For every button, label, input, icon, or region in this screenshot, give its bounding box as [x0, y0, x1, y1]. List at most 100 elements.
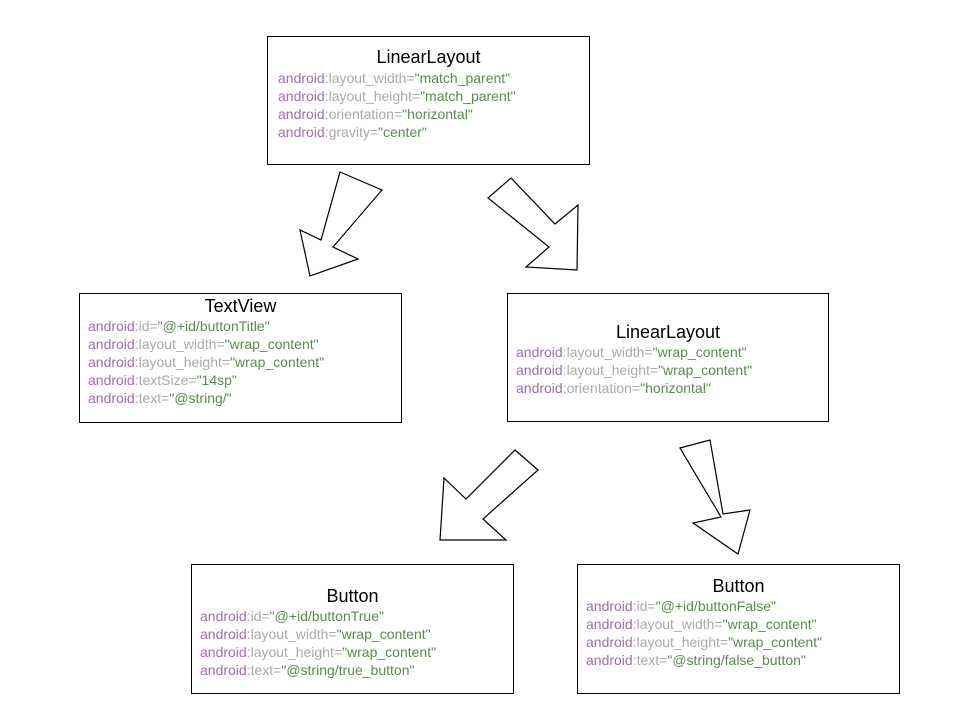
attribute-row: android:orientation="horizontal": [278, 105, 589, 123]
node-button-true: Button android:id="@+id/buttonTrue" andr…: [191, 564, 514, 694]
attr-key: :id=: [134, 318, 158, 334]
attr-namespace: android: [516, 344, 563, 360]
node-textview: TextView android:id="@+id/buttonTitle" a…: [79, 293, 402, 423]
attr-value: "wrap_content": [230, 354, 325, 370]
attr-namespace: android: [278, 70, 325, 86]
attr-value: "@string/false_button": [667, 652, 806, 668]
attribute-row: android:layout_height="match_parent": [278, 87, 589, 105]
attr-value: "horizontal": [640, 380, 711, 396]
attr-key: :layout_width=: [562, 344, 653, 360]
attr-key: :layout_height=: [562, 362, 659, 378]
attr-value: "wrap_content": [722, 616, 817, 632]
attr-value: "match_parent": [420, 88, 516, 104]
attr-value: "match_parent": [414, 70, 511, 86]
attr-key: :layout_height=: [324, 88, 421, 104]
attr-key: :text=: [246, 662, 282, 678]
attr-namespace: android: [516, 380, 563, 396]
attribute-row: android:layout_height="wrap_content": [516, 361, 828, 379]
attr-value: "@+id/buttonTitle": [157, 318, 270, 334]
attr-value: "wrap_content": [336, 626, 431, 642]
attribute-row: android:layout_width="wrap_content": [586, 615, 899, 633]
attr-value: "@+id/buttonTrue": [269, 608, 384, 624]
attr-namespace: android: [586, 634, 633, 650]
attr-value: "@string/": [169, 390, 232, 406]
attr-namespace: android: [586, 616, 633, 632]
attr-key: :gravity=: [324, 124, 379, 140]
node-title: Button: [326, 586, 379, 606]
attr-namespace: android: [88, 354, 135, 370]
attribute-row: android:layout_height="wrap_content": [88, 353, 401, 371]
attribute-list: android:id="@+id/buttonTitle" android:la…: [88, 317, 401, 407]
attr-namespace: android: [88, 336, 135, 352]
attr-value: "wrap_content": [342, 644, 437, 660]
node-title: TextView: [204, 296, 277, 316]
arrow-inner-to-button-true: [439, 449, 539, 541]
attribute-row: android:gravity="center": [278, 123, 589, 141]
attribute-row: android:id="@+id/buttonTrue": [200, 607, 513, 625]
attr-value: "horizontal": [402, 106, 473, 122]
attr-key: :layout_width=: [134, 336, 225, 352]
attr-key: :orientation=: [562, 380, 641, 396]
attr-namespace: android: [516, 362, 563, 378]
attr-value: "wrap_content": [728, 634, 823, 650]
attr-key: :layout_height=: [246, 644, 343, 660]
attribute-row: android:layout_width="wrap_content": [88, 335, 401, 353]
attr-key: :layout_height=: [134, 354, 231, 370]
node-button-false: Button android:id="@+id/buttonFalse" and…: [577, 564, 900, 694]
attribute-row: android:text="@string/false_button": [586, 651, 899, 669]
arrow-inner-to-button-false: [679, 439, 751, 555]
attribute-row: android:orientation="horizontal": [516, 379, 828, 397]
node-title: Button: [712, 576, 765, 596]
attribute-row: android:text="@string/": [88, 389, 401, 407]
attr-key: :orientation=: [324, 106, 403, 122]
attr-key: :id=: [632, 598, 656, 614]
attr-namespace: android: [88, 318, 135, 334]
attr-value: "@string/true_button": [281, 662, 415, 678]
attribute-row: android:layout_height="wrap_content": [200, 643, 513, 661]
node-title: LinearLayout: [376, 47, 481, 67]
attribute-row: android:text="@string/true_button": [200, 661, 513, 679]
attribute-list: android:id="@+id/buttonTrue" android:lay…: [200, 607, 513, 679]
attr-value: "14sp": [196, 372, 237, 388]
attr-key: :textSize=: [134, 372, 197, 388]
attribute-row: android:layout_height="wrap_content": [586, 633, 899, 651]
attr-key: :layout_height=: [632, 634, 729, 650]
attribute-list: android:layout_width="wrap_content" andr…: [516, 343, 828, 397]
attr-key: :text=: [134, 390, 170, 406]
attribute-row: android:layout_width="match_parent": [278, 69, 589, 87]
attribute-list: android:id="@+id/buttonFalse" android:la…: [586, 597, 899, 669]
arrow-root-to-textview: [299, 171, 383, 277]
attribute-row: android:id="@+id/buttonTitle": [88, 317, 401, 335]
attr-key: :id=: [246, 608, 270, 624]
node-root-linearlayout: LinearLayout android:layout_width="match…: [267, 36, 590, 165]
attr-namespace: android: [586, 598, 633, 614]
attr-key: :layout_width=: [632, 616, 723, 632]
attr-namespace: android: [278, 124, 325, 140]
attribute-row: android:layout_width="wrap_content": [200, 625, 513, 643]
attr-namespace: android: [200, 626, 247, 642]
attr-namespace: android: [200, 662, 247, 678]
attr-key: :text=: [632, 652, 668, 668]
attr-namespace: android: [586, 652, 633, 668]
attr-value: "wrap_content": [658, 362, 753, 378]
node-title: LinearLayout: [615, 322, 721, 342]
attr-value: "wrap_content": [224, 336, 319, 352]
attr-namespace: android: [88, 372, 135, 388]
attr-namespace: android: [278, 88, 325, 104]
attribute-row: android:textSize="14sp": [88, 371, 401, 389]
attr-key: :layout_width=: [246, 626, 337, 642]
attr-namespace: android: [88, 390, 135, 406]
attr-namespace: android: [278, 106, 325, 122]
node-inner-linearlayout: LinearLayout android:layout_width="wrap_…: [507, 293, 829, 422]
attribute-row: android:layout_width="wrap_content": [516, 343, 828, 361]
attr-value: "center": [378, 124, 427, 140]
arrow-root-to-inner: [487, 177, 579, 271]
attr-namespace: android: [200, 644, 247, 660]
attr-value: "wrap_content": [652, 344, 747, 360]
attr-key: :layout_width=: [324, 70, 415, 86]
attribute-row: android:id="@+id/buttonFalse": [586, 597, 899, 615]
attr-namespace: android: [200, 608, 247, 624]
attribute-list: android:layout_width="match_parent" andr…: [278, 69, 589, 141]
attr-value: "@+id/buttonFalse": [655, 598, 776, 614]
